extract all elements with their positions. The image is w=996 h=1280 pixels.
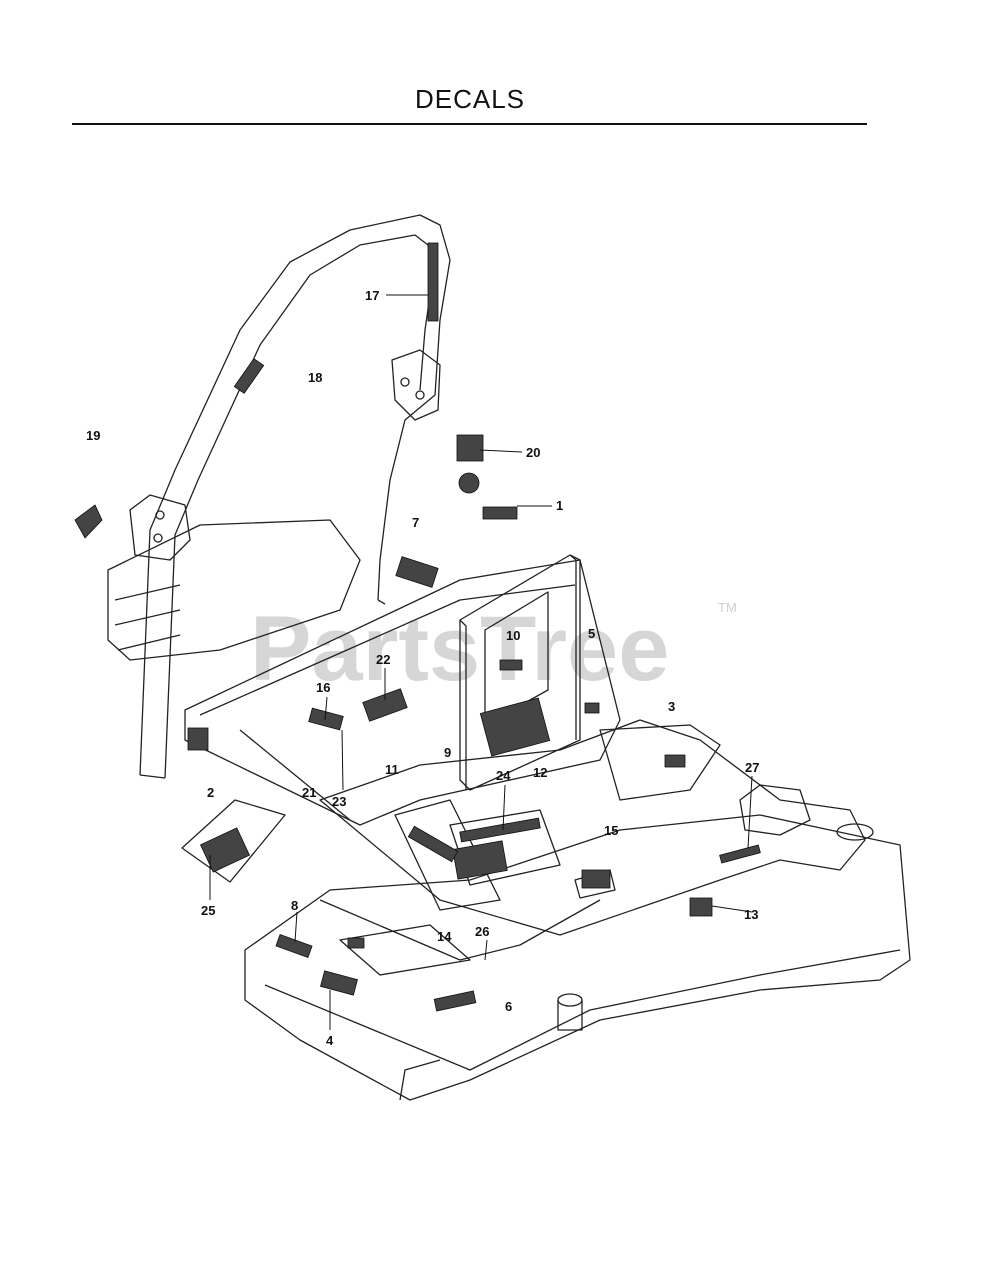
callout-20: 20: [526, 445, 540, 460]
decal-24a: [459, 817, 541, 843]
callout-labels: 1 2 3 4 5 6 7 8 9 10 11 12 13 14 15 16 1…: [86, 288, 759, 1048]
rops-bar: [139, 214, 451, 776]
callout-12: 12: [533, 765, 547, 780]
decal-11: [407, 825, 459, 863]
callout-9: 9: [444, 745, 451, 760]
decal-1: [482, 506, 518, 520]
decal-17: [427, 242, 439, 322]
callout-27: 27: [745, 760, 759, 775]
decal-22: [362, 688, 408, 722]
decal-16: [308, 707, 344, 731]
callout-17: 17: [365, 288, 379, 303]
decal-5: [584, 702, 600, 714]
callout-13: 13: [744, 907, 758, 922]
callout-16: 16: [316, 680, 330, 695]
callout-15: 15: [604, 823, 618, 838]
watermark-tm: TM: [718, 600, 737, 615]
caster-front: [557, 993, 583, 1007]
rops-bracket-left: [129, 494, 191, 561]
decal-4: [320, 970, 358, 996]
left-fender: [107, 519, 361, 661]
decal-25: [200, 827, 250, 873]
rops-bracket-right: [391, 349, 441, 421]
callout-2: 2: [207, 785, 214, 800]
decal-13: [689, 897, 713, 917]
decal-19: [74, 504, 103, 539]
decal-20a: [456, 434, 484, 462]
callout-7: 7: [412, 515, 419, 530]
callout-10: 10: [506, 628, 520, 643]
callout-26: 26: [475, 924, 489, 939]
decal-18: [233, 358, 265, 394]
leader-lines: [209, 294, 753, 1030]
decal-8: [275, 934, 313, 958]
decal-27: [719, 844, 761, 864]
decal-12: [479, 697, 551, 757]
callout-25: 25: [201, 903, 215, 918]
decal-24b: [452, 840, 508, 880]
callout-4: 4: [326, 1033, 334, 1048]
callout-3: 3: [668, 699, 675, 714]
chassis-tray: [184, 559, 621, 826]
mower-deck: [244, 814, 911, 1101]
title-rule: [72, 123, 867, 125]
front-frame: [319, 719, 866, 936]
decal-3: [664, 754, 686, 768]
callout-1: 1: [556, 498, 563, 513]
decal-20b: [458, 472, 480, 494]
decal-2: [187, 727, 209, 751]
callout-21: 21: [302, 785, 316, 800]
decal-14: [347, 937, 365, 949]
decal-markers: [74, 242, 761, 1012]
mower-outline: [107, 214, 911, 1101]
callout-11: 11: [385, 762, 399, 777]
page-title: DECALS: [414, 84, 526, 114]
callout-19: 19: [86, 428, 100, 443]
callout-23: 23: [332, 794, 346, 809]
decal-10: [499, 659, 523, 671]
callout-22: 22: [376, 652, 390, 667]
callout-24: 24: [496, 768, 511, 783]
callout-5: 5: [588, 626, 595, 641]
decal-15: [581, 869, 611, 889]
callout-6: 6: [505, 999, 512, 1014]
decal-7: [395, 556, 439, 588]
callout-8: 8: [291, 898, 298, 913]
decal-6: [433, 990, 477, 1012]
callout-18: 18: [308, 370, 322, 385]
callout-14: 14: [437, 929, 452, 944]
